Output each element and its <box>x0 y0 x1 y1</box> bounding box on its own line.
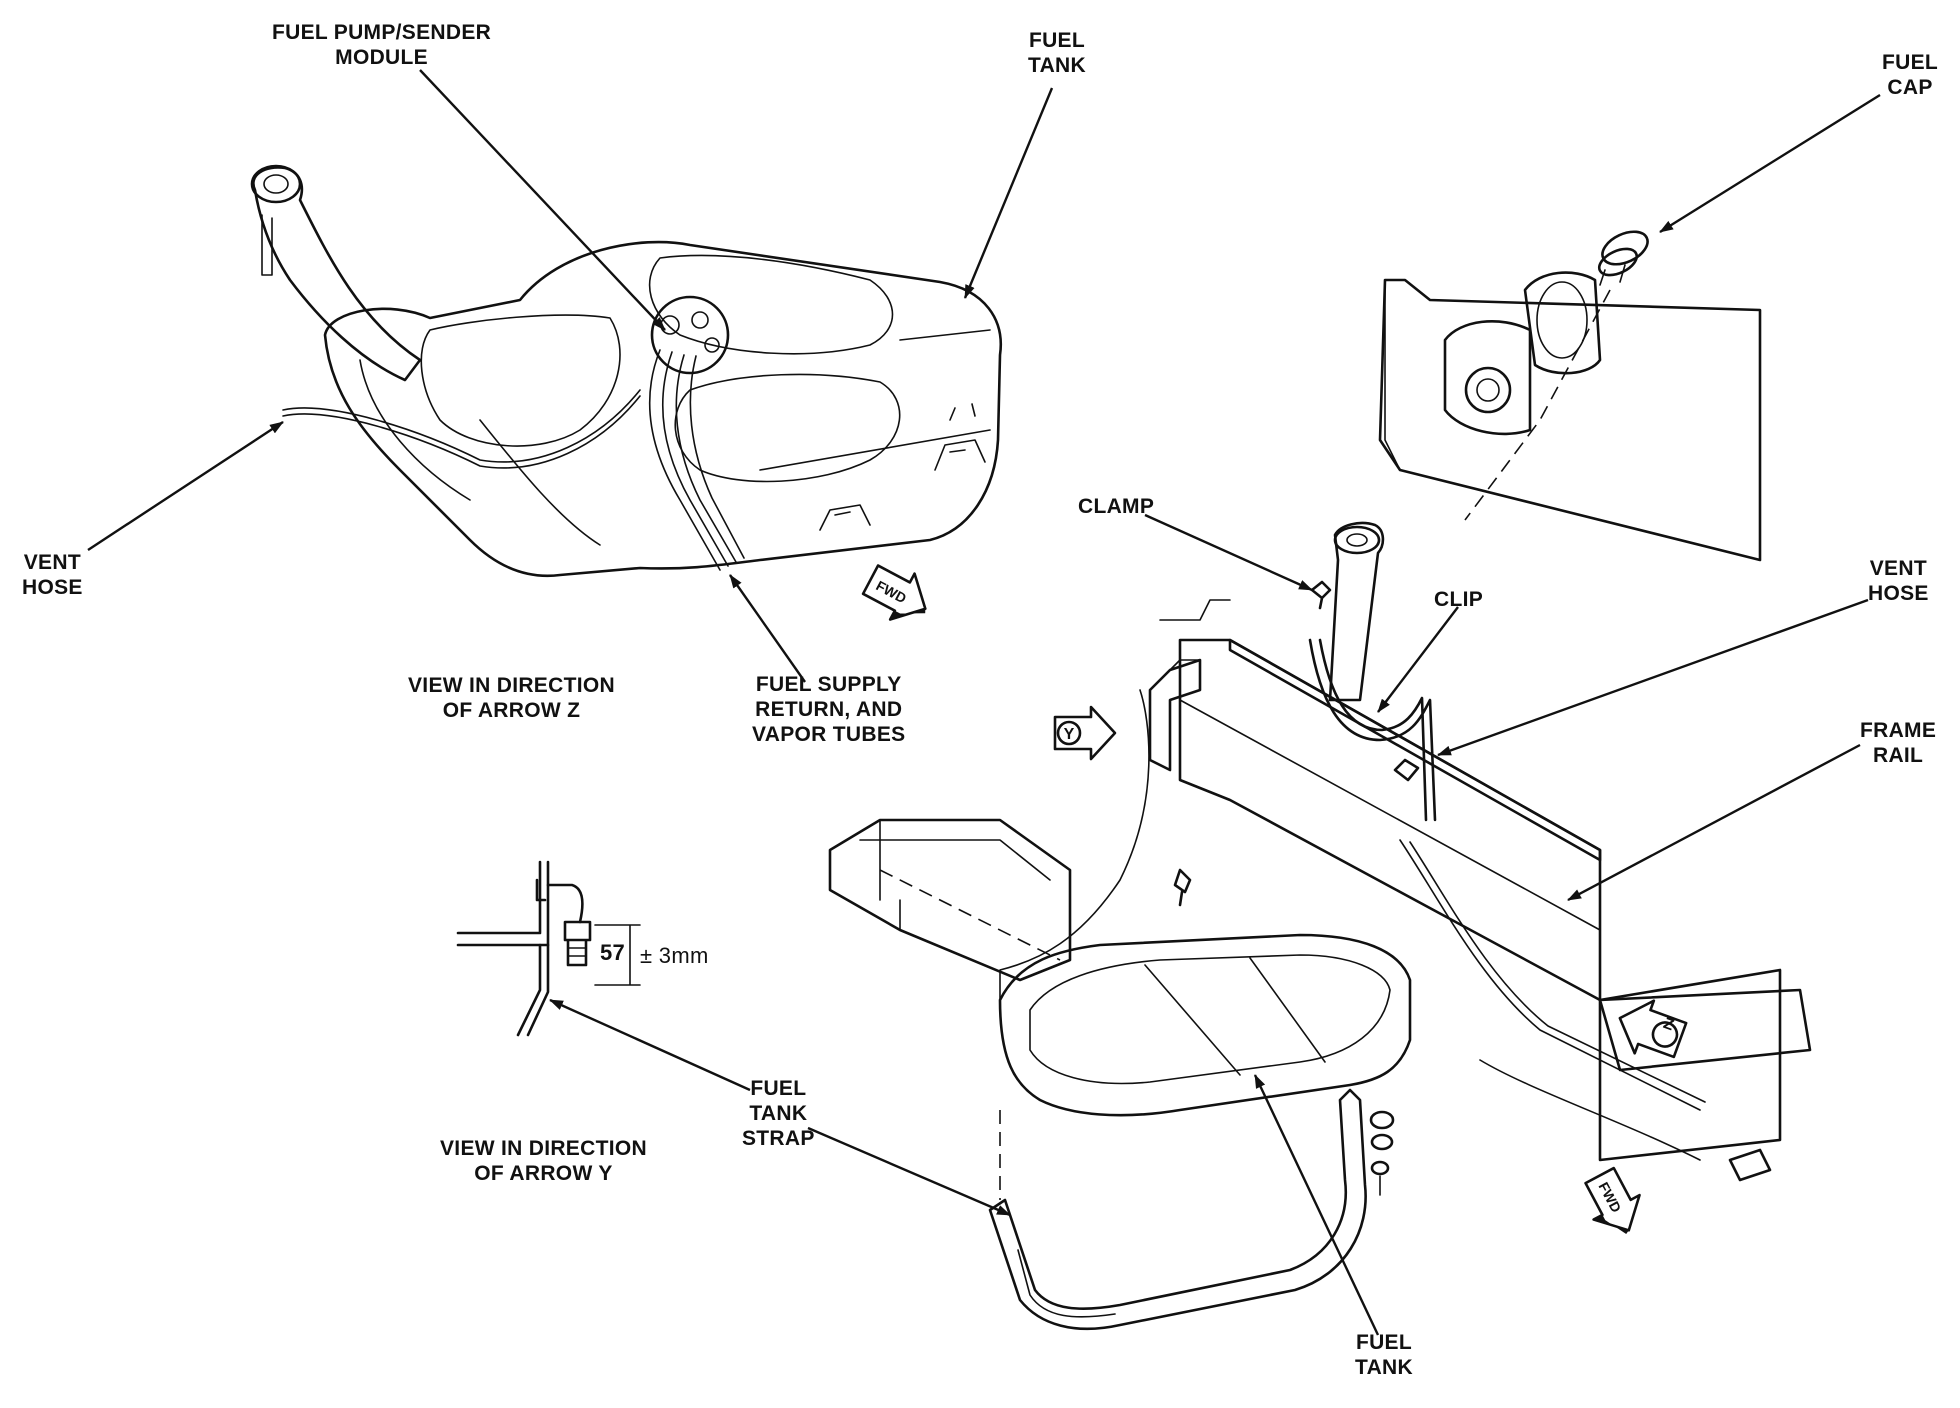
label-fuel-supply-tubes: FUEL SUPPLY RETURN, AND VAPOR TUBES <box>752 672 905 747</box>
leader-lines <box>87 69 1881 1336</box>
label-vent-hose-right: VENT HOSE <box>1868 556 1929 606</box>
label-line: VIEW IN DIRECTION <box>440 1137 647 1160</box>
body-panel-upper <box>1378 278 1762 562</box>
fuel-tank-body-top-view <box>323 240 1003 578</box>
dimension-tolerance: ± 3mm <box>640 943 709 968</box>
leader-fuel-pump-module <box>419 69 666 331</box>
label-fuel-tank-top: FUEL TANK <box>1028 28 1086 78</box>
label-line: MODULE <box>335 46 428 69</box>
label-clip: CLIP <box>1434 588 1484 611</box>
label-line: FUEL <box>750 1077 807 1100</box>
label-line: VAPOR TUBES <box>752 723 906 746</box>
filler-neck-opening <box>250 164 302 204</box>
leader-clamp <box>1144 513 1313 592</box>
hose-clamp <box>1310 580 1332 610</box>
fwd-arrow-bottom: FWD <box>1584 1166 1641 1234</box>
label-fuel-tank-bottom: FUEL TANK <box>1355 1330 1413 1380</box>
fuel-lines-right <box>1399 839 1706 1111</box>
label-fuel-tank-strap: FUEL TANK STRAP <box>742 1076 815 1151</box>
crossmember-bracket <box>1148 658 1202 772</box>
mounting-view <box>828 230 1812 1331</box>
label-line: HOSE <box>1868 582 1929 605</box>
label-fuel-pump-sender-module: FUEL PUMP/SENDER MODULE <box>272 20 491 70</box>
label-line: FRAME <box>1860 719 1937 742</box>
tank-top-pad-left <box>420 314 621 447</box>
leader-vent-hose-right <box>1437 598 1869 757</box>
crossmember <box>828 818 1072 982</box>
arrow-y-label: Y <box>1064 726 1075 743</box>
label-line: OF ARROW Y <box>474 1162 613 1185</box>
leader-vent-hose-left <box>87 420 284 552</box>
label-line: RAIL <box>1872 744 1924 767</box>
pump-module-flange <box>650 295 730 375</box>
label-line: FUEL <box>1882 51 1939 74</box>
tank-view-z <box>250 164 1003 578</box>
electrical-connector <box>1728 1148 1772 1182</box>
label-fuel-cap: FUEL CAP <box>1882 50 1938 100</box>
filler-neck <box>252 166 422 382</box>
label-line: OF ARROW Z <box>442 699 581 722</box>
fuel-tank-installed <box>998 933 1412 1117</box>
leader-frame-rail <box>1567 743 1861 902</box>
fwd-arrow-top: FWD <box>861 564 927 621</box>
detail-bracket <box>456 860 550 947</box>
fuel-cap-part <box>1597 230 1649 286</box>
filler-hose-neck <box>1333 525 1381 555</box>
strap-nut-washer <box>1369 1110 1395 1196</box>
label-frame-rail: FRAME RAIL <box>1860 718 1936 768</box>
filler-housing <box>1443 319 1532 436</box>
leader-tank-strap-detail <box>549 998 751 1092</box>
label-line: VENT <box>1869 557 1927 580</box>
frame-rail-extension <box>1598 988 1812 1072</box>
label-line: FUEL <box>1355 1331 1412 1354</box>
body-floor-outline <box>999 689 1150 1011</box>
label-line: STRAP <box>742 1127 815 1150</box>
leader-fuel-tank-top <box>963 87 1054 299</box>
tank-bracket-1 <box>819 504 871 531</box>
arrow-z-marker: Z <box>1618 999 1688 1059</box>
tank-strap-part <box>988 1088 1367 1331</box>
leader-fuel-supply <box>729 574 806 683</box>
vent-hose-part <box>1308 638 1437 822</box>
label-line: TANK <box>749 1102 808 1125</box>
label-line: VENT <box>23 551 81 574</box>
label-line: TANK <box>1355 1356 1413 1379</box>
line-clip <box>1393 758 1420 782</box>
detail-view-y <box>456 860 641 1037</box>
tank-bracket-2 <box>934 439 986 471</box>
label-line: VIEW IN DIRECTION <box>408 674 615 697</box>
tank-bracket-3 <box>949 403 976 421</box>
bolt-left <box>1173 868 1192 907</box>
label-view-direction-y: VIEW IN DIRECTION OF ARROW Y <box>440 1136 647 1186</box>
fuel-tubes-bundle <box>648 349 745 571</box>
frame-rail-part <box>1178 638 1602 1002</box>
label-line: HOSE <box>22 576 83 599</box>
label-line: FUEL SUPPLY <box>755 673 902 696</box>
vent-hose-top-view <box>282 389 641 463</box>
filler-vent-stub <box>261 214 273 276</box>
leader-fuel-tank-bottom <box>1253 1074 1380 1336</box>
label-line: FUEL PUMP/SENDER <box>272 21 492 44</box>
arrow-z-label: Z <box>1661 1015 1676 1034</box>
leader-clip <box>1377 606 1459 713</box>
label-clamp: CLAMP <box>1078 495 1155 518</box>
label-line: CAP <box>1887 76 1933 99</box>
label-line: TANK <box>1028 54 1086 77</box>
label-view-direction-z: VIEW IN DIRECTION OF ARROW Z <box>408 673 615 723</box>
filler-door <box>1523 271 1602 375</box>
detail-bolt <box>563 920 592 967</box>
detail-panel <box>516 943 550 1037</box>
fuel-tank-top-pad <box>1029 954 1391 1085</box>
label-line: FUEL <box>1028 29 1085 52</box>
arrow-y-marker: Y <box>1053 705 1117 761</box>
leader-fuel-cap <box>1659 93 1881 234</box>
tank-top-pad-center <box>674 373 901 483</box>
dimension-value: 57 <box>600 940 626 965</box>
label-vent-hose-left: VENT HOSE <box>22 550 83 600</box>
frame-rail-lower <box>1598 968 1782 1162</box>
label-line: RETURN, AND <box>755 698 903 721</box>
leader-tank-strap <box>807 1126 1011 1217</box>
filler-hose <box>1328 521 1385 702</box>
